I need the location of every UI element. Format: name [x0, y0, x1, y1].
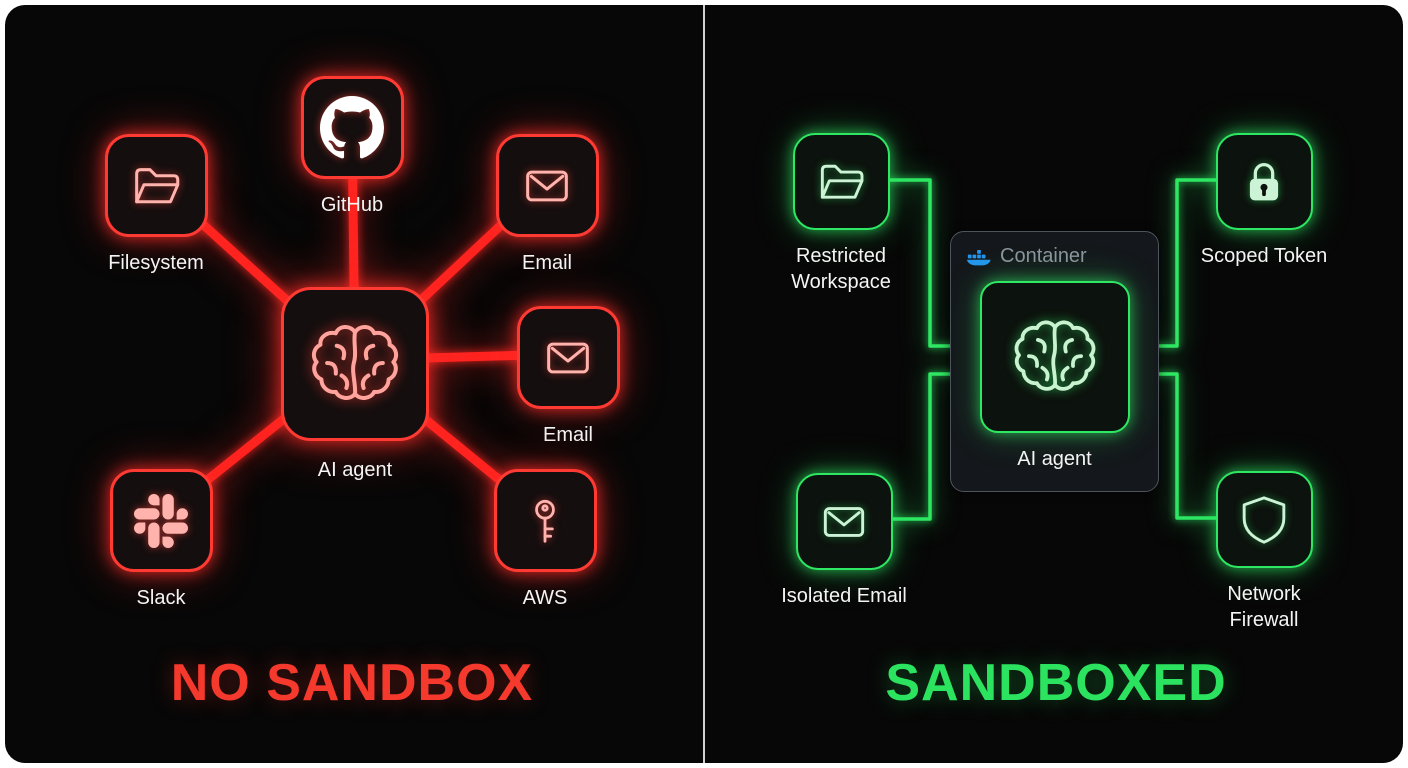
filesystem-label: Filesystem [108, 252, 204, 274]
network-firewall-box [1215, 471, 1313, 568]
mail-icon [823, 506, 865, 537]
mail-icon [547, 342, 589, 373]
node-isolated-email: Isolated Email [779, 473, 909, 609]
node-email-right: Email [493, 306, 643, 448]
github-box [300, 76, 404, 179]
ai-agent-box-right [979, 281, 1130, 433]
sandboxed-title: SANDBOXED [885, 654, 1227, 712]
aws-label: AWS [522, 587, 568, 609]
restricted-workspace-box [792, 133, 890, 230]
isolated-email-label: Isolated Email [781, 585, 907, 607]
slack-box [109, 469, 213, 572]
folder-icon [820, 164, 864, 199]
slack-label: Slack [136, 587, 186, 609]
ai-agent-label-left: AI agent [317, 459, 393, 481]
scoped-token-box [1215, 133, 1313, 230]
node-restricted-workspace: Restricted Workspace [776, 133, 906, 295]
no-sandbox-title: NO SANDBOX [170, 654, 534, 712]
node-aws: AWS [470, 469, 620, 611]
ai-agent-label-right: AI agent [1017, 448, 1092, 470]
scoped-token-label: Scoped Token [1200, 245, 1328, 267]
node-network-firewall: Network Firewall [1199, 471, 1329, 633]
email-top-label: Email [521, 252, 572, 274]
node-email-top: Email [472, 134, 622, 276]
panel-divider [703, 5, 705, 763]
filesystem-box [104, 134, 208, 237]
key-icon [535, 499, 555, 543]
mail-icon [526, 170, 568, 201]
node-slack: Slack [86, 469, 236, 611]
folder-icon [135, 167, 180, 203]
container-label: Container [1000, 245, 1087, 267]
container-header: Container [966, 245, 1087, 268]
node-filesystem: Filesystem [81, 134, 231, 276]
ai-agent-box-left [281, 287, 429, 441]
github-icon [320, 95, 384, 158]
shield-icon [1242, 495, 1286, 544]
docker-icon [966, 250, 991, 266]
email-right-label: Email [542, 424, 593, 446]
brain-icon [311, 325, 399, 400]
restricted-workspace-label: Restricted Workspace [791, 245, 891, 293]
node-scoped-token: Scoped Token [1199, 133, 1329, 269]
node-github: GitHub [277, 76, 427, 218]
container-box: Container AI agent [950, 231, 1159, 492]
aws-box [493, 469, 597, 572]
email-right-box [516, 306, 620, 409]
github-label: GitHub [320, 194, 384, 216]
slack-icon [134, 493, 188, 548]
lock-icon [1249, 162, 1279, 200]
network-firewall-label: Network Firewall [1227, 583, 1301, 631]
isolated-email-box [795, 473, 893, 570]
email-top-box [495, 134, 599, 237]
node-ai-agent-left: AI agent [275, 287, 435, 483]
brain-icon [1014, 320, 1095, 391]
